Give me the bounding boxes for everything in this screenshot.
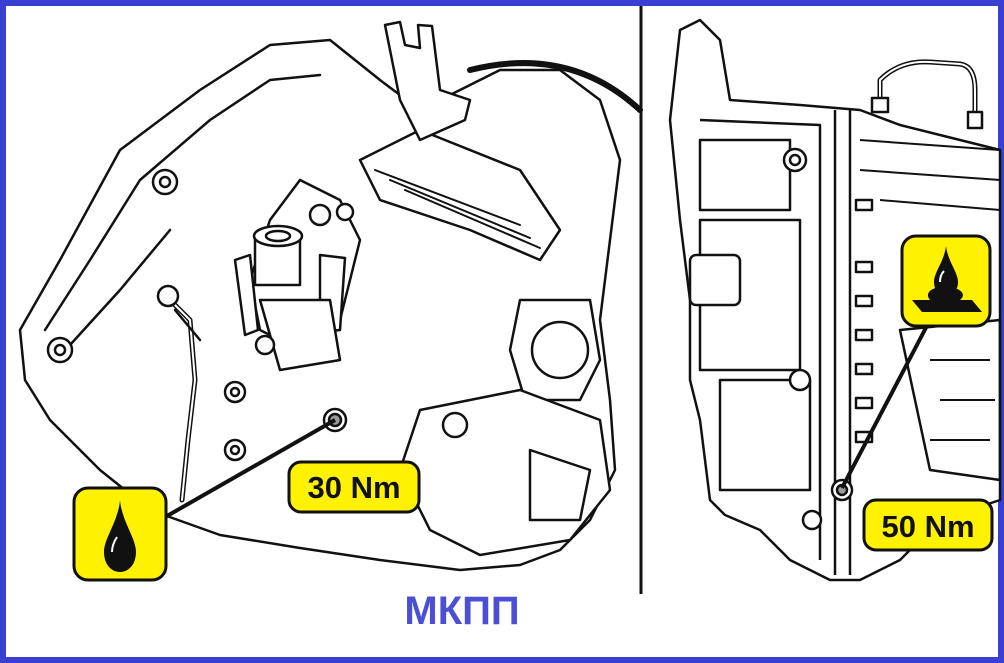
torque-value-right: 50 Nm: [881, 509, 974, 544]
torque-badge-left: 30 Nm: [287, 460, 421, 514]
right-leader-line: [840, 319, 932, 489]
left-gearbox-drawing: [18, 20, 643, 572]
torque-value-left: 30 Nm: [307, 470, 400, 505]
oil-drop-icon: [72, 486, 168, 582]
oil-drop-on-surface-icon: [900, 234, 992, 328]
right-gearbox-drawing: [668, 18, 1002, 582]
torque-badge-right: 50 Nm: [862, 498, 994, 552]
gearbox-caption: МКПП: [404, 589, 519, 633]
left-leader-line: [159, 418, 336, 522]
